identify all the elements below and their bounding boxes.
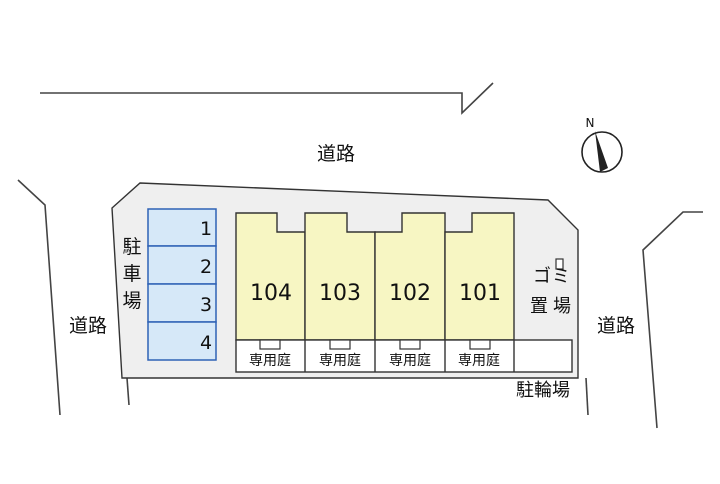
garden-step	[329, 339, 351, 350]
garden-label: 専用庭	[249, 352, 291, 369]
parking-space-4	[147, 321, 217, 361]
compass-icon: N	[581, 116, 623, 173]
compass-north-letter: N	[586, 116, 595, 130]
garbage-area: ゴ ミ 置 場	[530, 258, 571, 317]
east-road-line	[585, 377, 589, 416]
bicycle-parking-label: 駐輪場	[516, 380, 570, 401]
private-gardens: 専用庭 専用庭 専用庭 専用庭	[235, 339, 573, 373]
compass-needle	[595, 131, 608, 172]
parking-label-char: 駐	[122, 236, 141, 258]
unit-103	[304, 212, 376, 341]
garden-label: 専用庭	[319, 352, 361, 369]
road-label-east: 道路	[597, 315, 635, 337]
garden-label: 専用庭	[389, 352, 431, 369]
garden-step	[399, 339, 421, 350]
parking-space-3	[147, 283, 217, 323]
unit-number: 104	[250, 281, 292, 306]
road-label-west: 道路	[69, 315, 107, 337]
unit-101	[444, 212, 515, 341]
garbage-label-char: ミ	[552, 266, 570, 287]
garden-step	[469, 339, 491, 350]
garbage-bin	[555, 258, 564, 270]
unit-number: 101	[459, 281, 501, 306]
garden-step	[259, 339, 281, 350]
garbage-label-char: 置	[530, 296, 548, 317]
west-road-line	[126, 377, 130, 406]
parking-area: 1 2 3 4 駐 車 場	[122, 208, 217, 361]
road-label-north: 道路	[317, 143, 355, 165]
garbage-label-char: ゴ	[533, 266, 551, 287]
east-road-edge	[642, 211, 703, 429]
parking-space-number: 3	[200, 294, 212, 316]
unit-number: 102	[389, 281, 431, 306]
parking-space-number: 4	[200, 332, 212, 354]
unit-104	[235, 212, 306, 341]
parking-space-number: 2	[200, 256, 212, 278]
unit-102	[374, 212, 446, 341]
parking-space-1	[147, 208, 217, 247]
parking-label-char: 場	[122, 290, 141, 312]
garbage-label-char: 場	[553, 296, 571, 317]
unit-number: 103	[319, 281, 361, 306]
garden-label: 専用庭	[458, 352, 500, 369]
parking-space-number: 1	[200, 218, 212, 240]
parking-label-char: 車	[122, 263, 141, 285]
apartment-units: 104 103 102 101	[235, 212, 515, 341]
north-road-edge	[40, 82, 494, 115]
west-road-edge	[17, 179, 61, 416]
